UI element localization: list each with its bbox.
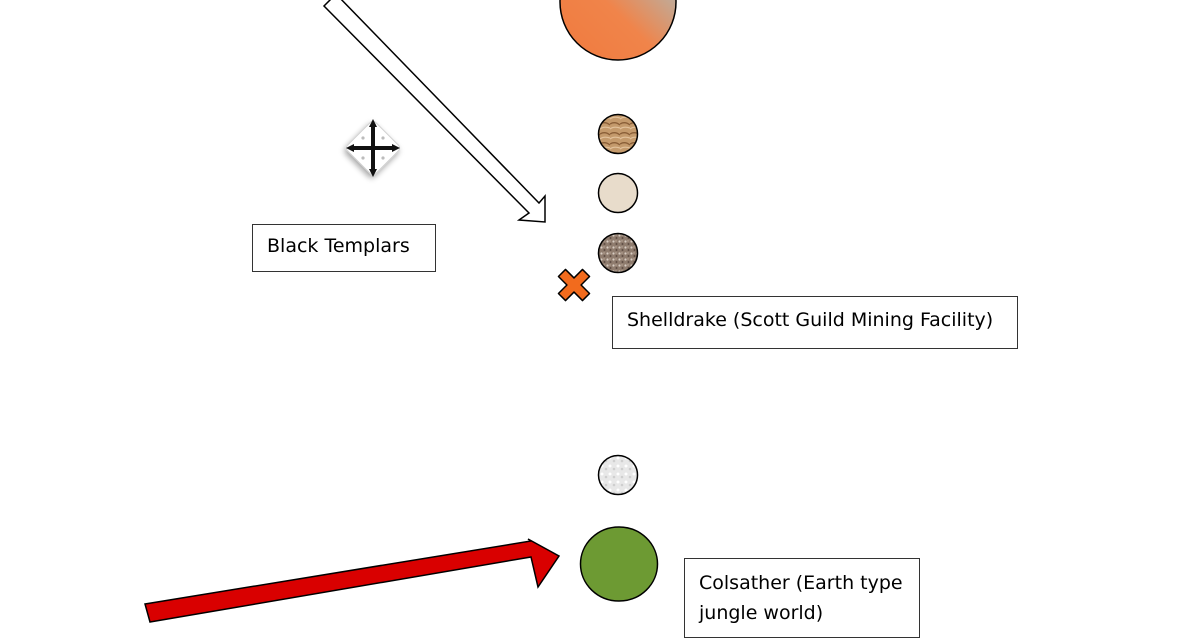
gas-giant-planet[interactable]	[559, 0, 677, 61]
colsather-text-line-1: Colsather (Earth type	[699, 572, 903, 594]
label-shelldrake: Shelldrake (Scott Guild Mining Facility)	[612, 296, 1018, 349]
black-templars-text: Black Templars	[267, 235, 410, 257]
label-colsather: Colsather (Earth type jungle world)	[684, 558, 920, 638]
hollow-arrow	[322, 0, 546, 223]
jungle-world-planet[interactable]	[579, 526, 659, 602]
ice-moon[interactable]	[597, 454, 639, 496]
rocky-moon[interactable]	[597, 113, 639, 155]
shelldrake-text: Shelldrake (Scott Guild Mining Facility)	[627, 309, 994, 331]
gravel-moon[interactable]	[597, 232, 639, 274]
pale-moon[interactable]	[597, 172, 639, 214]
colsather-text-line-2: jungle world)	[699, 602, 824, 624]
label-black-templars: Black Templars	[252, 224, 436, 272]
x-marker-icon[interactable]	[550, 261, 598, 309]
red-arrow	[144, 538, 561, 623]
move-cross-icon[interactable]	[345, 119, 402, 177]
